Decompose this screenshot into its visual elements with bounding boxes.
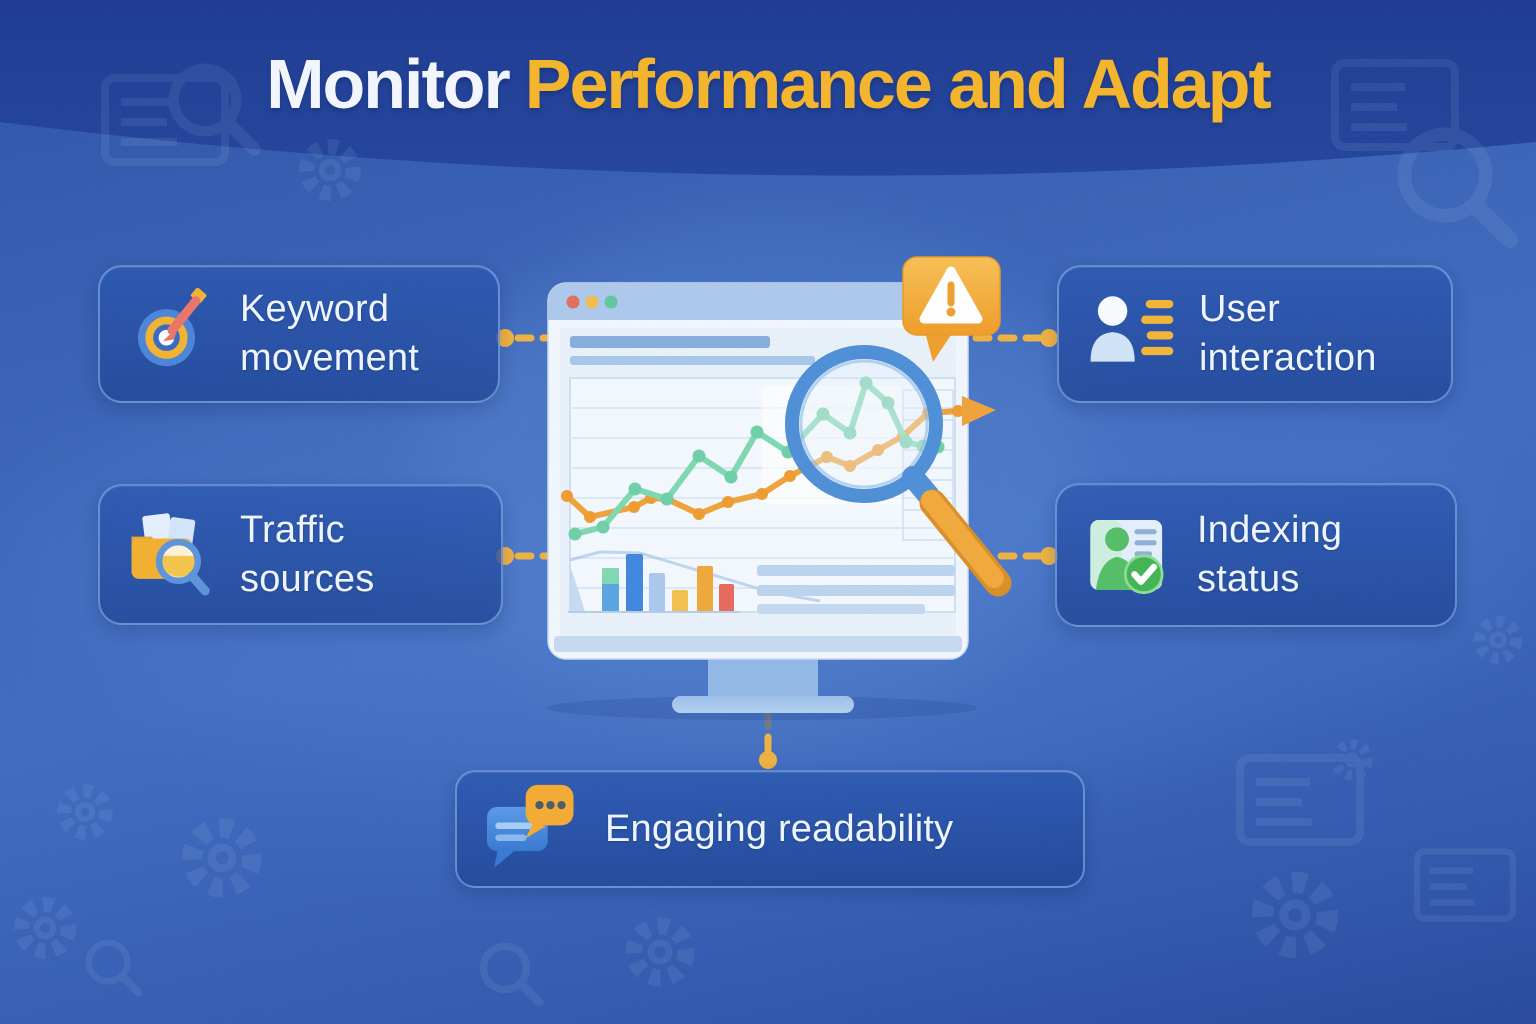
target-dart-icon <box>137 288 207 367</box>
card-label: User interaction <box>1199 288 1377 379</box>
card-keyword-movement: Keyword movement <box>98 265 500 403</box>
user-list-icon <box>1090 296 1174 362</box>
title-part-yellow: Performance and Adapt <box>524 45 1272 123</box>
chat-bubbles-icon <box>487 784 574 868</box>
title-part-white: Monitor <box>266 45 511 123</box>
folder-magnifier-icon <box>131 512 210 595</box>
card-label: Engaging readability <box>605 807 954 850</box>
card-traffic-sources: Traffic sources <box>98 484 503 625</box>
card-user-interaction: User interaction <box>1057 265 1453 403</box>
card-engaging-readability: Engaging readability <box>455 770 1085 888</box>
card-indexing-status: Indexing status <box>1055 483 1457 627</box>
card-label: Keyword movement <box>240 288 420 379</box>
document-person-check-icon <box>1090 520 1164 595</box>
card-label: Traffic sources <box>240 508 375 600</box>
card-label: Indexing status <box>1197 509 1343 600</box>
